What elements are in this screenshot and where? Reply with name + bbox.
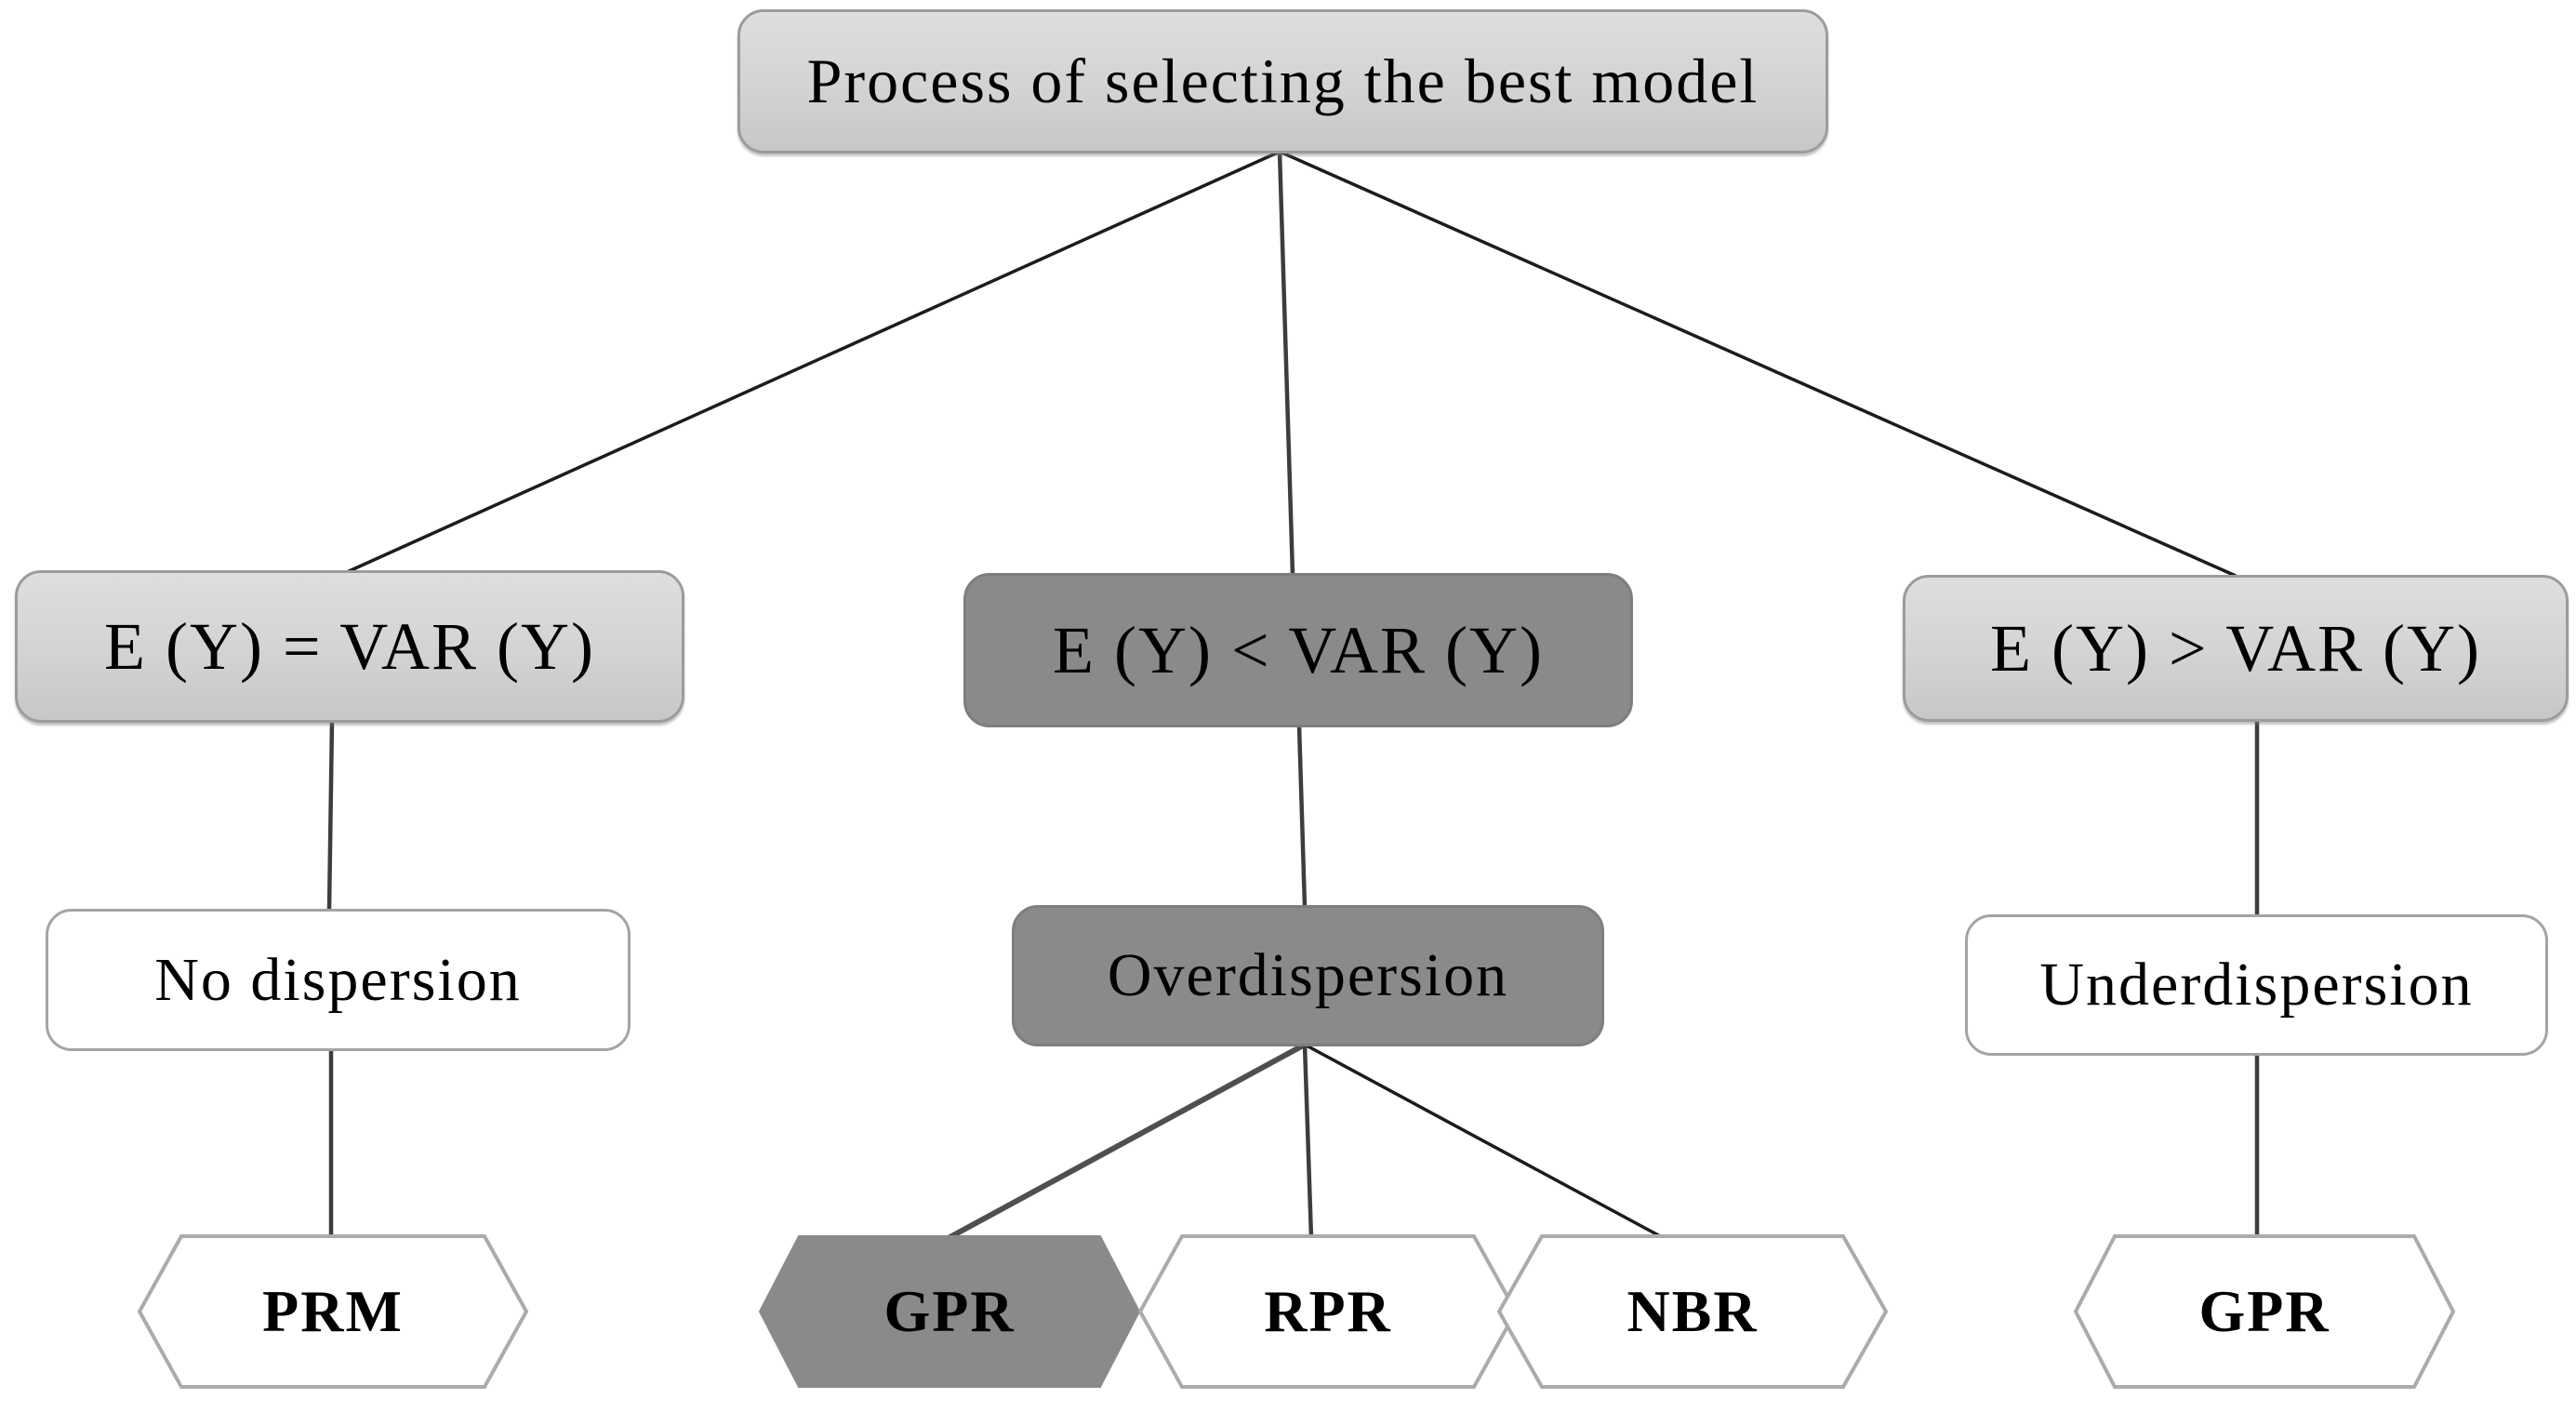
- edge-root-to-equal: [346, 150, 1281, 574]
- edge-equal-to-nodispersion: [326, 720, 335, 912]
- node-underdispersion: Underdispersion: [1965, 914, 2548, 1056]
- node-no-dispersion: No dispersion: [46, 909, 631, 1051]
- hexagon-rpr-shape: [1137, 1234, 1519, 1389]
- hexagon-prm-shape: [137, 1234, 529, 1389]
- edge-overdispersion-to-gpr: [943, 1042, 1307, 1243]
- node-condition-less: E (Y) < VAR (Y): [963, 573, 1633, 727]
- edge-overdispersion-to-nbr: [1304, 1043, 1675, 1245]
- node-overdispersion: Overdispersion: [1012, 905, 1604, 1046]
- node-condition-equal: E (Y) = VAR (Y): [15, 570, 684, 723]
- node-root: Process of selecting the best model: [737, 9, 1828, 153]
- edge-overdispersion-to-rpr: [1302, 1044, 1314, 1239]
- node-model-rpr: RPR: [1264, 1278, 1392, 1344]
- node-model-nbr: NBR: [1627, 1278, 1759, 1344]
- hexagon-gpr-under-shape: [2073, 1234, 2456, 1389]
- node-model-prm: PRM: [262, 1278, 404, 1344]
- hexagon-gpr-over-shape: [758, 1235, 1141, 1388]
- edge-less-to-overdispersion: [1296, 725, 1308, 908]
- edge-root-to-greater: [1279, 150, 2237, 578]
- edge-root-to-less: [1277, 151, 1295, 576]
- node-model-gpr-underdispersion: GPR: [2198, 1278, 2330, 1344]
- hexagon-nbr-shape: [1496, 1234, 1889, 1389]
- node-model-gpr-overdispersion: GPR: [883, 1278, 1016, 1344]
- node-condition-greater: E (Y) > VAR (Y): [1903, 575, 2569, 722]
